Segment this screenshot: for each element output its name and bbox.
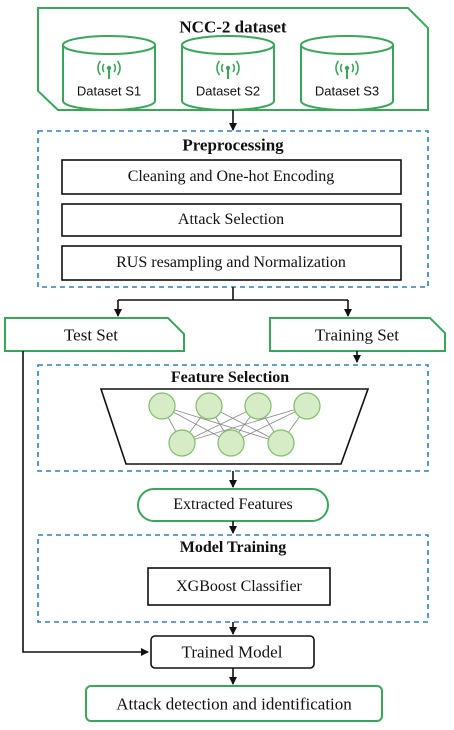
split-connector: [118, 287, 348, 301]
training-set-label: Training Set: [315, 325, 399, 345]
extracted-features-label: Extracted Features: [173, 496, 293, 513]
test-set-label: Test Set: [63, 325, 119, 345]
dataset-title: NCC-2 dataset: [179, 17, 287, 37]
step-rus-label: RUS resampling and Normalization: [116, 254, 346, 271]
training-set-box: [269, 317, 446, 352]
feature-selection-title: Feature Selection: [170, 369, 290, 386]
dataset-label-s3: Dataset S3: [314, 83, 380, 99]
xgboost-classifier-box: [147, 567, 331, 606]
model-training-title: Model Training: [179, 539, 287, 556]
test-set-connector: [22, 351, 149, 656]
step-attack-selection-box: [61, 203, 402, 237]
preprocessing-title: Preprocessing: [182, 135, 284, 155]
xgboost-classifier-label: XGBoost Classifier: [176, 578, 302, 595]
dataset-label-s1: Dataset S1: [76, 83, 142, 99]
nn-node: [293, 392, 321, 420]
step-cleaning-label: Cleaning and One-hot Encoding: [127, 168, 335, 185]
nn-node: [267, 429, 295, 457]
nn-node: [168, 429, 196, 457]
dataset-label-s2: Dataset S2: [195, 83, 261, 99]
nn-node: [217, 429, 245, 457]
trained-model-label: Trained Model: [181, 642, 283, 662]
step-attack-selection-label: Attack Selection: [177, 211, 285, 228]
test-set-box: [4, 317, 185, 352]
nn-node: [148, 392, 176, 420]
model-training-container: [37, 534, 429, 623]
step-rus-box: [61, 245, 402, 281]
feature-selection-container: [37, 364, 429, 472]
neural-network-nodes: [148, 392, 321, 457]
nn-node: [244, 392, 272, 420]
output-box: [85, 685, 383, 722]
nn-node: [195, 392, 223, 420]
output-label: Attack detection and identification: [116, 694, 352, 714]
step-cleaning-box: [61, 159, 402, 195]
